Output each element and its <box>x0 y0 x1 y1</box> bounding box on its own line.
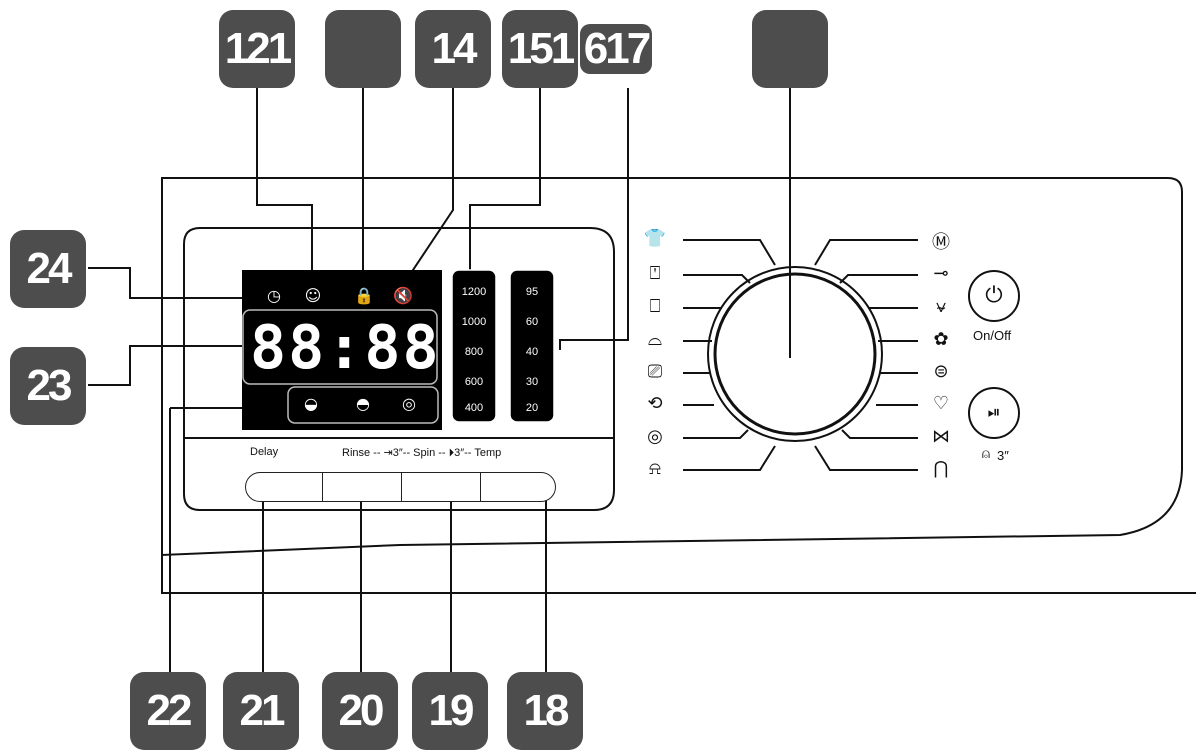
temp-value-30: 30 <box>525 376 539 388</box>
spin-value-800: 800 <box>464 346 484 358</box>
time-digits: 88:88 <box>250 313 441 383</box>
rinse-spin-temp-label: Rinse -- ⇥3″-- Spin -- ⏵3″-- Temp <box>342 447 502 459</box>
callout-18: 18 <box>507 672 583 750</box>
smile-icon: ☺ <box>304 286 322 305</box>
allergy-icon: ⊸ <box>933 263 949 284</box>
power-button[interactable]: ⏻ <box>981 283 1007 308</box>
spin-value-600: 600 <box>464 376 484 388</box>
callout-151: 151 <box>502 10 578 88</box>
callout-21: 21 <box>223 672 299 750</box>
spin-button[interactable] <box>401 472 481 502</box>
on-off-label: On/Off <box>973 328 1012 343</box>
dial-center <box>790 349 800 359</box>
callout-20: 20 <box>322 672 398 750</box>
delicates-icon: ⋈ <box>932 426 950 447</box>
temp-button[interactable] <box>480 472 556 502</box>
start-pause-button-ring <box>968 387 1020 439</box>
temp-value-60: 60 <box>525 316 539 328</box>
power-icon: ⏻ <box>985 283 1003 308</box>
mute-icon: 🔇 <box>393 286 413 305</box>
mixed-icon: ⎕ <box>649 296 661 317</box>
hold-duration-label: 3″ <box>997 448 1009 463</box>
rinse-button[interactable] <box>322 472 402 502</box>
callout-121: 121 <box>219 10 295 88</box>
temp-value-20: 20 <box>525 402 539 414</box>
eco-icon: ✿ <box>933 329 949 350</box>
duvet-icon: ⌓ <box>647 329 663 350</box>
spin-only-icon: ◎ <box>647 426 663 447</box>
spin-value-400: 400 <box>464 402 484 414</box>
shirts-icon: ⍱ <box>935 296 947 317</box>
rinse-spin-icon: ⍾ <box>649 458 661 479</box>
panel-base-line <box>161 555 1196 594</box>
spin-value-1200: 1200 <box>461 286 487 298</box>
start-pause-icon: ⏯ <box>987 402 1001 421</box>
callout-24: 24 <box>10 230 86 308</box>
spin-value-1000: 1000 <box>461 316 487 328</box>
delay-button[interactable] <box>245 472 323 502</box>
callout-23: 23 <box>10 347 86 425</box>
baby-icon: ♡ <box>932 393 950 414</box>
wool-icon: ⊜ <box>933 361 949 382</box>
hold-icon: ⍝ <box>981 446 991 462</box>
delay-label: Delay <box>250 446 279 458</box>
callout-22: 22 <box>130 672 206 750</box>
temp-value-95: 95 <box>525 286 539 298</box>
start-pause-button[interactable]: ⏯ <box>981 402 1007 422</box>
callout-14: 14 <box>415 10 491 88</box>
display-frame <box>183 227 615 511</box>
tag-icon: ⍞ <box>649 263 661 284</box>
lcd-display <box>242 270 442 430</box>
wash-icon: ◒ <box>304 394 318 413</box>
panel-outline <box>161 177 1183 557</box>
drum-clean-icon: ⎚ <box>647 361 663 382</box>
quick-icon: ⟲ <box>647 393 663 414</box>
callout-617: 617 <box>578 10 654 88</box>
temp-value-40: 40 <box>525 346 539 358</box>
lock-icon: 🔒 <box>354 286 374 305</box>
spin-icon: ◎ <box>402 394 416 413</box>
callout-19: 19 <box>412 672 488 750</box>
callout-blank-lock <box>325 10 401 88</box>
rinse-icon: ◓ <box>356 394 370 413</box>
my-cycle-icon: Ⓜ <box>932 232 950 253</box>
power-button-ring <box>968 270 1020 322</box>
callout-blank-dial <box>752 10 828 88</box>
clock-icon: ◷ <box>267 286 281 305</box>
jeans-icon: ⋂ <box>933 458 949 479</box>
shirt-icon: 👕 <box>643 228 667 249</box>
